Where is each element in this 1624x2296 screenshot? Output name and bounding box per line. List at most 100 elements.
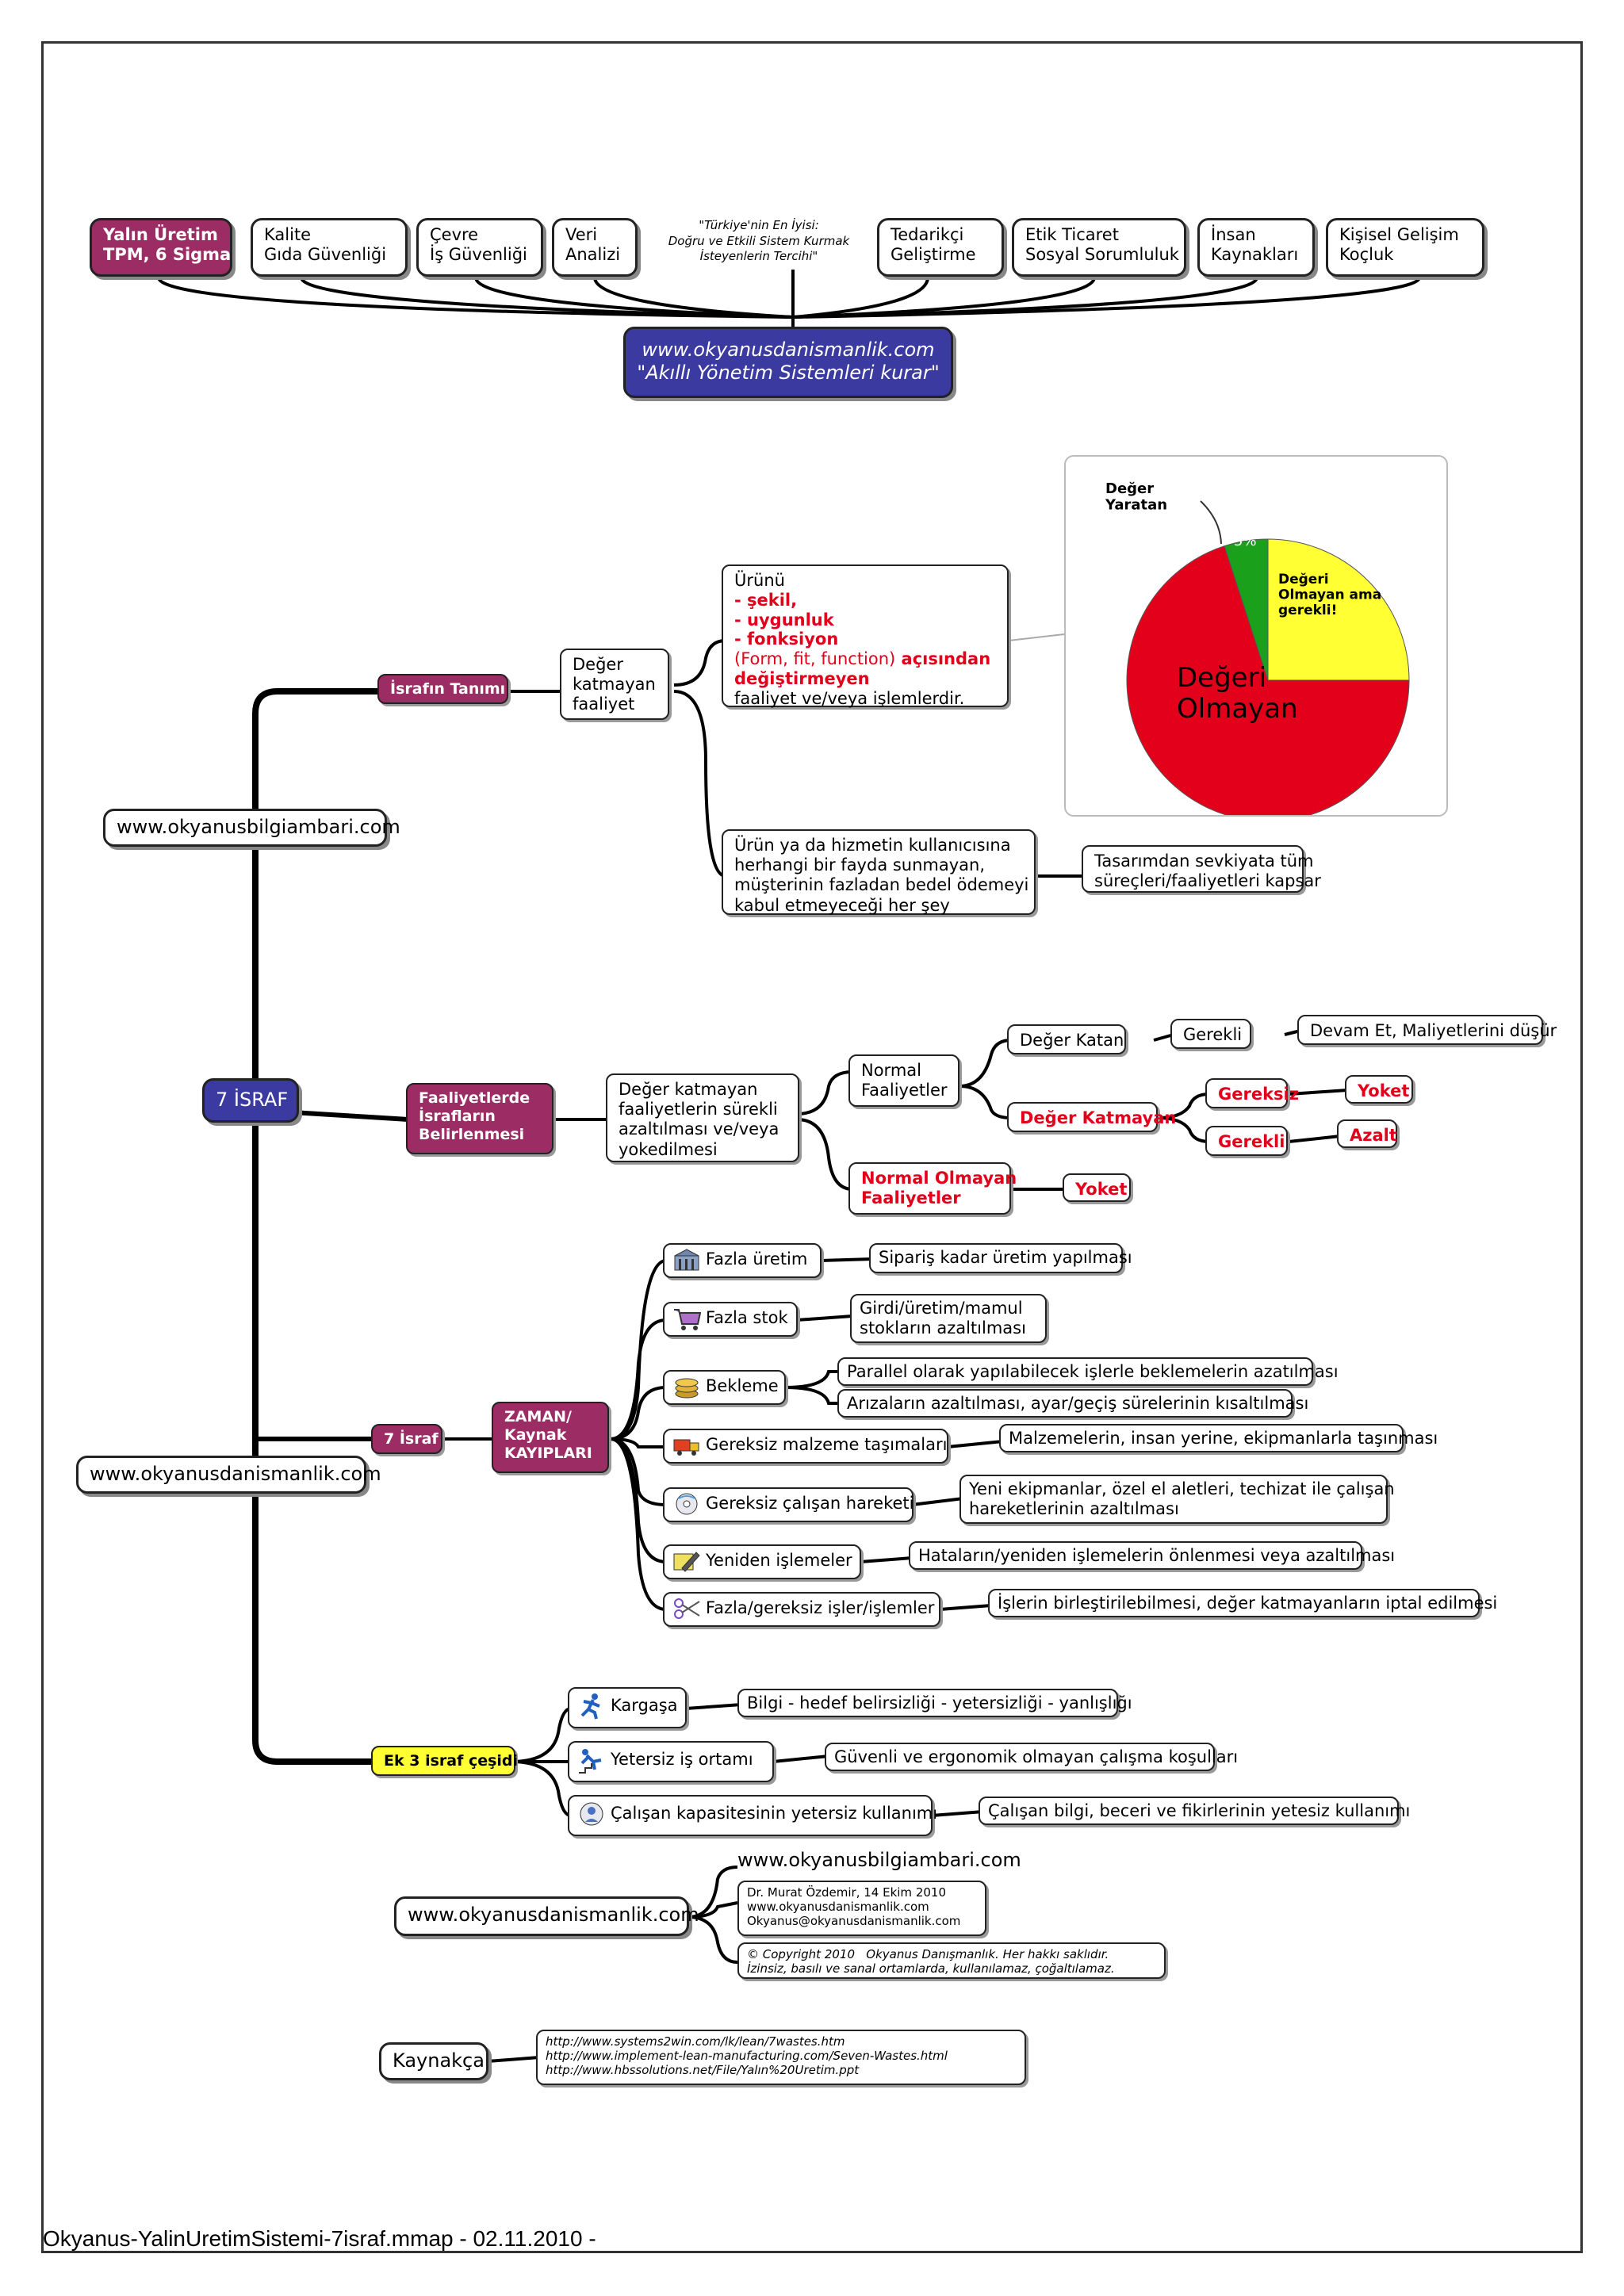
node-deger-katmayan-faaliyet[interactable]: Değer katmayan faaliyet — [560, 649, 669, 720]
pie-label-deger-yaratan: Değer — [1105, 480, 1154, 497]
topic-kalite[interactable]: Kalite Gıda Güvenliği — [251, 218, 408, 277]
solution-hatalar[interactable]: Hataların/yeniden işlemelerin önlenmesi … — [909, 1541, 1395, 1570]
node-azalt[interactable]: Azalt — [1337, 1119, 1397, 1148]
branch-7-israf[interactable]: 7 İsraf — [371, 1424, 442, 1454]
def1-line2: - uygunluk — [734, 610, 834, 629]
solution-arizalar[interactable]: Arızaların azaltılması, ayar/geçiş sürel… — [837, 1389, 1308, 1418]
node-gerekli-1[interactable]: Gerekli — [1170, 1019, 1251, 1049]
credits-copyright: © Copyright 2010 Okyanus Danışmanlık. He… — [737, 1942, 1166, 1979]
node-gereksiz[interactable]: Gereksiz — [1205, 1078, 1299, 1108]
solution-ekipmanlar[interactable]: Yeni ekipmanlar, özel el aletleri, techi… — [959, 1475, 1395, 1524]
node-deger-katmayan[interactable]: Değer Katmayan — [1007, 1102, 1176, 1132]
credits-root[interactable]: www.okyanusdanismanlik.com — [394, 1896, 699, 1936]
waste-fazla-uretim[interactable]: Fazla üretim — [663, 1243, 822, 1278]
node-surekli-azaltma[interactable]: Değer katmayan faaliyetlerin sürekli aza… — [606, 1073, 799, 1162]
topic-yalin-uretim[interactable]: Yalın Üretim TPM, 6 Sigma — [90, 218, 232, 277]
topic-tedarikci[interactable]: Tedarikçi Geliştirme — [877, 218, 1004, 277]
pie-slice-1 — [1267, 538, 1410, 681]
node-normal-faaliyetler[interactable]: Normal Faaliyetler — [848, 1054, 959, 1107]
ek-yetersiz-desc[interactable]: Güvenli ve ergonomik olmayan çalışma koş… — [825, 1743, 1238, 1771]
running-person-icon — [580, 1693, 600, 1720]
ek-yetersiz-is-ortami[interactable]: Yetersiz iş ortamı — [568, 1741, 774, 1782]
falling-person-icon — [579, 1749, 602, 1774]
pie-slice-2 — [1126, 545, 1410, 822]
pie-label-gerekli: gerekli! — [1278, 603, 1337, 618]
node-yoket-abnormal[interactable]: Yoket — [1063, 1173, 1131, 1202]
waste-label: Fazla stok — [706, 1308, 788, 1327]
url-bilgiambari[interactable]: www.okyanusbilgiambari.com — [103, 809, 400, 847]
node-definition-1[interactable]: Ürünü - şekil, - uygunluk - fonksiyon (F… — [722, 564, 1009, 708]
waste-malzeme-tasima[interactable]: Gereksiz malzeme taşımaları — [663, 1429, 948, 1464]
node-zaman-kaynak[interactable]: ZAMAN/ Kaynak KAYIPLARI — [492, 1402, 609, 1473]
waste-label: Gereksiz çalışan hareketi — [706, 1494, 914, 1513]
topic-veri-analizi[interactable]: Veri Analizi — [552, 218, 638, 277]
def1-ffflabel: (Form, fit, function) — [734, 649, 896, 669]
def1-acisindan: açısından — [895, 649, 991, 669]
pie-label-pct: 5% — [1234, 533, 1257, 549]
credits-author: Dr. Murat Özdemir, 14 Ekim 2010 www.okya… — [737, 1881, 986, 1936]
def1-line5: değiştirmeyen — [734, 668, 870, 688]
ek-kargasa[interactable]: Kargaşa — [568, 1687, 687, 1728]
solution-siparis[interactable]: Sipariş kadar üretim yapılması — [869, 1243, 1132, 1273]
node-yoket-gereksiz[interactable]: Yoket — [1345, 1075, 1413, 1104]
pie-label-deger-yaratan: Yaratan — [1105, 497, 1167, 514]
page-border — [41, 41, 1583, 2253]
branch-belirleme[interactable]: Faaliyetlerde İsrafların Belirlenmesi — [406, 1083, 553, 1154]
branch-ek-3-israf[interactable]: Ek 3 israf çeşidi — [371, 1746, 518, 1776]
branch-israf-tanimi[interactable]: İsrafın Tanımı — [377, 674, 508, 704]
solution-stok[interactable]: Girdi/üretim/mamul stokların azaltılması — [850, 1294, 1047, 1343]
node-definition-2[interactable]: Ürün ya da hizmetin kullanıcısına herhan… — [722, 829, 1036, 915]
def1-intro: Ürünü — [734, 571, 785, 590]
topic-cevre[interactable]: Çevre İş Güvenliği — [416, 218, 543, 277]
solution-birlestirme[interactable]: İşlerin birleştirilebilmesi, değer katma… — [988, 1589, 1497, 1617]
waste-fazla-stok[interactable]: Fazla stok — [663, 1302, 798, 1337]
def1-line1: - şekil, — [734, 590, 798, 610]
kaynakca-label: Kaynakça — [379, 2042, 488, 2080]
pie-label-olmayan: Olmayan — [1177, 693, 1298, 725]
waste-bekleme[interactable]: Bekleme — [663, 1370, 786, 1405]
pie-label-gerekli: Olmayan ama — [1278, 587, 1381, 603]
cart-icon — [674, 1309, 701, 1330]
footer-filename: Okyanus-YalinUretimSistemi-7israf.mmap -… — [43, 2226, 596, 2251]
waste-label: Gereksiz malzeme taşımaları — [706, 1435, 948, 1454]
topic-insan-kaynaklari[interactable]: İnsan Kaynakları — [1197, 218, 1315, 277]
topic-etik-ticaret[interactable]: Etik Ticaret Sosyal Sorumluluk — [1012, 218, 1186, 277]
pie-label-pointer — [1200, 500, 1222, 545]
coins-icon — [675, 1378, 699, 1399]
url-danismanlik[interactable]: www.okyanusdanismanlik.com — [76, 1456, 381, 1494]
topic-turkiye-slogan: "Türkiye'nin En İyisi: Doğru ve Etkili S… — [668, 218, 850, 263]
hub-okyanus[interactable]: www.okyanusdanismanlik.com "Akıllı Yönet… — [623, 327, 953, 398]
solution-malzeme[interactable]: Malzemelerin, insan yerine, ekipmanlarla… — [999, 1424, 1438, 1452]
waste-label: Fazla üretim — [706, 1249, 808, 1269]
def1-line3: - fonksiyon — [734, 629, 839, 649]
truck-icon — [673, 1439, 699, 1456]
node-deger-katan[interactable]: Değer Katan — [1007, 1024, 1126, 1054]
head-icon — [580, 1802, 603, 1826]
credits-site[interactable]: www.okyanusbilgiambari.com — [737, 1849, 1021, 1871]
topic-kisisel-gelisim[interactable]: Kişisel Gelişim Koçluk — [1326, 218, 1484, 277]
center-7-israf[interactable]: 7 İSRAF — [202, 1078, 299, 1123]
ek-label: Çalışan kapasitesinin yetersiz kullanımı — [611, 1804, 938, 1823]
waste-yeniden-isleme[interactable]: Yeniden işlemeler — [663, 1544, 861, 1579]
node-tasarimdan-sevkiyata[interactable]: Tasarımdan sevkiyata tüm süreçleri/faali… — [1082, 845, 1321, 893]
pie-label-gerekli: Değeri — [1278, 572, 1329, 587]
node-devam-et[interactable]: Devam Et, Maliyetlerini düşür — [1297, 1015, 1557, 1045]
waste-calisan-hareketi[interactable]: Gereksiz çalışan hareketi — [663, 1487, 914, 1522]
ek-label: Yetersiz iş ortamı — [611, 1750, 753, 1769]
node-normal-olmayan[interactable]: Normal Olmayan Faaliyetler — [848, 1162, 1017, 1215]
waste-gereksiz-isler[interactable]: Fazla/gereksiz işler/işlemler — [663, 1592, 940, 1627]
ek-calisan-kapasitesi[interactable]: Çalışan kapasitesinin yetersiz kullanımı — [568, 1795, 937, 1836]
factory-icon — [674, 1249, 699, 1271]
node-gerekli-2[interactable]: Gerekli — [1205, 1126, 1288, 1156]
solution-parallel[interactable]: Parallel olarak yapılabilecek işlerle be… — [837, 1357, 1339, 1386]
ek-kargasa-desc[interactable]: Bilgi - hedef belirsizliği - yetersizliğ… — [737, 1689, 1132, 1717]
waste-label: Fazla/gereksiz işler/işlemler — [706, 1598, 935, 1617]
rework-icon — [673, 1552, 700, 1572]
def1-line6: faaliyet ve/veya işlemlerdir. — [734, 688, 965, 708]
kaynakca-links[interactable]: http://www.systems2win.com/lk/lean/7wast… — [536, 2030, 1026, 2085]
scissors-icon — [674, 1598, 700, 1619]
pie-label-olmayan: Değeri — [1177, 662, 1266, 694]
ek-calisan-desc[interactable]: Çalışan bilgi, beceri ve fikirlerinin ye… — [979, 1797, 1410, 1825]
